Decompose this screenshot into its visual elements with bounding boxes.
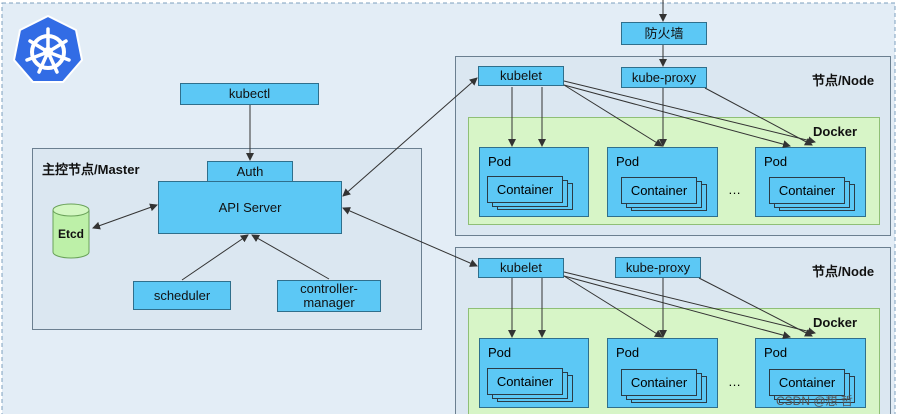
pod-label: Pod xyxy=(616,345,640,360)
container-box: Container xyxy=(487,368,563,395)
watermark: CSDN @想 哲 xyxy=(776,394,853,408)
pod-label: Pod xyxy=(616,154,640,169)
pod-label: Pod xyxy=(488,345,512,360)
kubelet-box-1: kubelet xyxy=(478,66,564,86)
kubelet-box-2: kubelet xyxy=(478,258,564,278)
pod-ellipsis-2: … xyxy=(728,374,741,389)
container-box: Container xyxy=(769,177,845,204)
controller-manager-line2: manager xyxy=(303,295,355,310)
kubernetes-logo-icon xyxy=(12,14,84,83)
docker-label-2: Docker xyxy=(813,315,858,330)
pod-label: Pod xyxy=(764,154,788,169)
etcd-cylinder-icon xyxy=(52,203,90,259)
master-label: 主控节点/Master xyxy=(42,162,140,177)
node-label-1: 节点/Node xyxy=(812,73,875,88)
pod-label: Pod xyxy=(764,345,788,360)
scheduler-box: scheduler xyxy=(133,281,231,310)
firewall-box: 防火墙 xyxy=(621,22,707,45)
node-label-2: 节点/Node xyxy=(812,264,875,279)
auth-box: Auth xyxy=(207,161,293,182)
kubectl-box: kubectl xyxy=(180,83,319,105)
container-box: Container xyxy=(621,369,697,396)
kube-proxy-box-1: kube-proxy xyxy=(621,67,707,88)
controller-manager-box: controller- manager xyxy=(277,280,381,312)
pod-ellipsis-1: … xyxy=(728,182,741,197)
container-box: Container xyxy=(487,176,563,203)
api-server-box: API Server xyxy=(158,181,342,234)
pod-label: Pod xyxy=(488,154,512,169)
container-box: Container xyxy=(621,177,697,204)
docker-label-1: Docker xyxy=(813,124,858,139)
controller-manager-line1: controller- xyxy=(300,281,358,296)
etcd-label: Etcd xyxy=(58,227,85,241)
container-box: Container xyxy=(769,369,845,396)
kube-proxy-box-2: kube-proxy xyxy=(615,257,701,278)
